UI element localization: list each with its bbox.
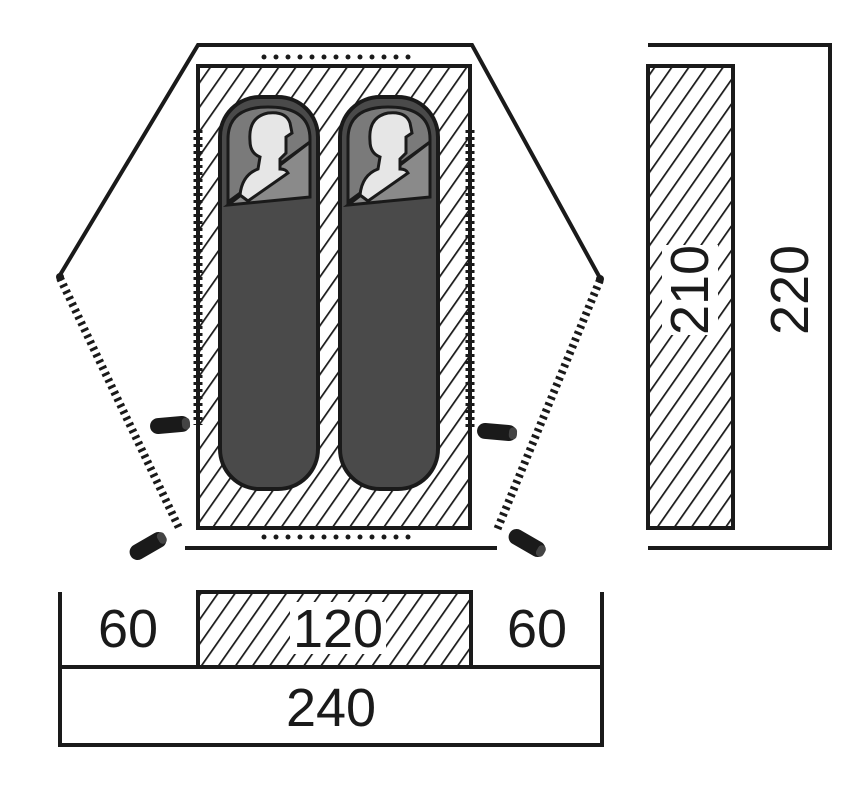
peg-icon [149,415,191,435]
right-vestibule-label: 60 [507,599,567,659]
top-vent-dots [261,54,411,60]
inner-length-label: 210 [660,245,720,335]
length-dimension: 210 220 [646,43,832,550]
sleeping-bag-right [338,95,440,491]
outer-length-label: 220 [760,245,820,335]
left-door-zipper [56,276,184,532]
width-dimension: 60 120 60 240 [58,590,604,747]
peg-icon [505,526,549,560]
tent-outline [56,43,604,550]
peg-icon [476,422,518,442]
sleeping-bag-left [218,95,320,491]
left-vestibule-label: 60 [98,599,158,659]
total-width-label: 240 [286,678,376,738]
right-door-zipper [493,278,604,532]
inner-width-label: 120 [293,599,383,659]
bottom-vent-dots [261,534,411,540]
peg-icon [126,529,170,563]
